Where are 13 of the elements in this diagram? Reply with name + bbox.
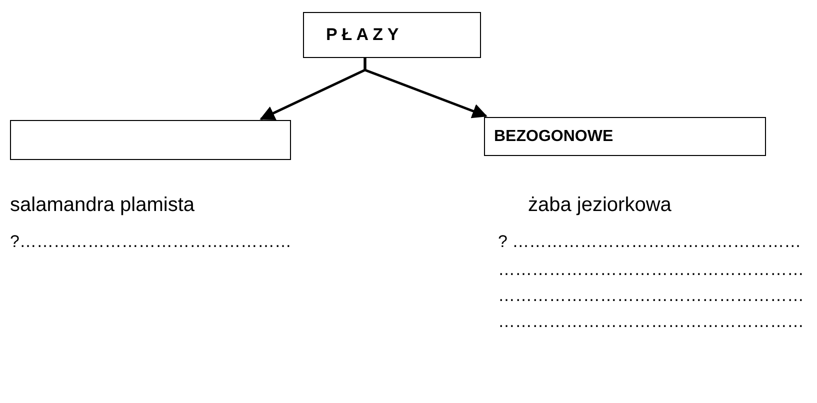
species-name: salamandra plamista [10,194,195,217]
fill-in-line: ?………………………………………… [10,232,292,252]
box-label: BEZOGONOWE [494,128,614,146]
title-box [303,12,481,58]
fill-in-line: ……………………………………………… [498,260,804,280]
fill-in-line: ……………………………………………… [498,286,804,306]
arrow [364,58,488,118]
category-box [484,117,766,156]
species-name: żaba jeziorkowa [528,194,672,217]
box-label: P Ł A Z Y [326,25,399,45]
empty-answer-box [10,120,291,160]
fill-in-line: ? …………………………………………… [498,232,802,252]
fill-in-line: ……………………………………………… [498,312,804,332]
